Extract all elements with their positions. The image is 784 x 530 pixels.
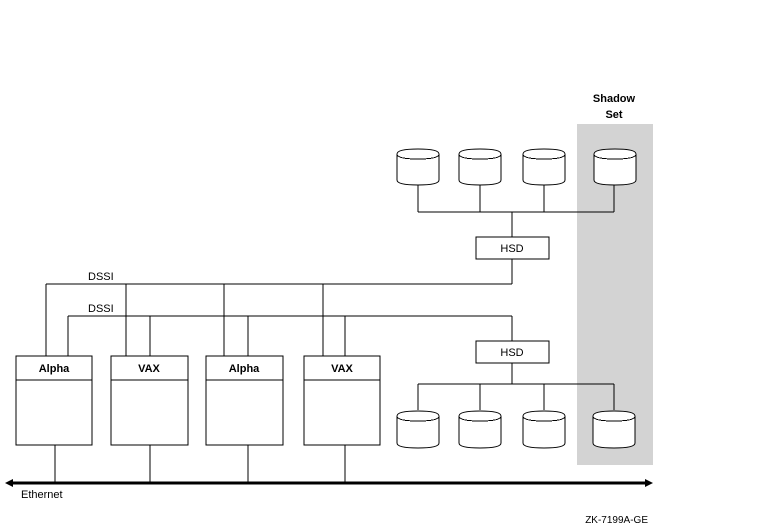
dssi-bus-1 bbox=[45, 259, 513, 356]
computer-4-label: VAX bbox=[331, 363, 353, 375]
bottom-disk-2 bbox=[458, 410, 502, 449]
arrow-right-icon bbox=[645, 479, 653, 487]
top-disk-bus bbox=[417, 185, 615, 213]
ethernet-bus bbox=[5, 479, 653, 487]
top-disk-2 bbox=[458, 148, 502, 186]
bottom-hsd-label: HSD bbox=[500, 347, 523, 359]
dssi-bus-1-drops bbox=[125, 284, 324, 356]
top-disk-3 bbox=[522, 148, 566, 186]
computer-2-label: VAX bbox=[138, 363, 160, 375]
top-disk-group bbox=[396, 148, 637, 186]
figure-id: ZK-7199A-GE bbox=[585, 515, 648, 526]
dssi-bus-2 bbox=[67, 315, 513, 356]
dssi-bus-2-drops bbox=[149, 316, 346, 356]
ethernet-label: Ethernet bbox=[21, 489, 63, 501]
computer-1-label: Alpha bbox=[39, 363, 70, 375]
bottom-disk-bus bbox=[417, 363, 615, 410]
bottom-disk-1 bbox=[396, 410, 440, 449]
ethernet-drops bbox=[54, 445, 346, 482]
bottom-disk-4-shadow bbox=[592, 410, 636, 449]
top-disk-4-shadow bbox=[593, 148, 637, 186]
computer-1: Alpha bbox=[15, 355, 93, 446]
shadow-set-label-line2: Set bbox=[605, 109, 622, 121]
computer-4: VAX bbox=[303, 355, 381, 446]
computer-3-label: Alpha bbox=[229, 363, 260, 375]
top-hsd-label: HSD bbox=[500, 243, 523, 255]
arrow-left-icon bbox=[5, 479, 13, 487]
computer-2: VAX bbox=[110, 355, 189, 446]
computer-3: Alpha bbox=[205, 355, 284, 446]
shadow-set-label-line1: Shadow bbox=[593, 93, 636, 105]
dssi-bus-1-label: DSSI bbox=[88, 271, 114, 283]
top-disk-1 bbox=[396, 148, 440, 186]
bottom-disk-group bbox=[396, 410, 636, 449]
dssi-bus-2-label: DSSI bbox=[88, 303, 114, 315]
bottom-disk-3 bbox=[522, 410, 566, 449]
